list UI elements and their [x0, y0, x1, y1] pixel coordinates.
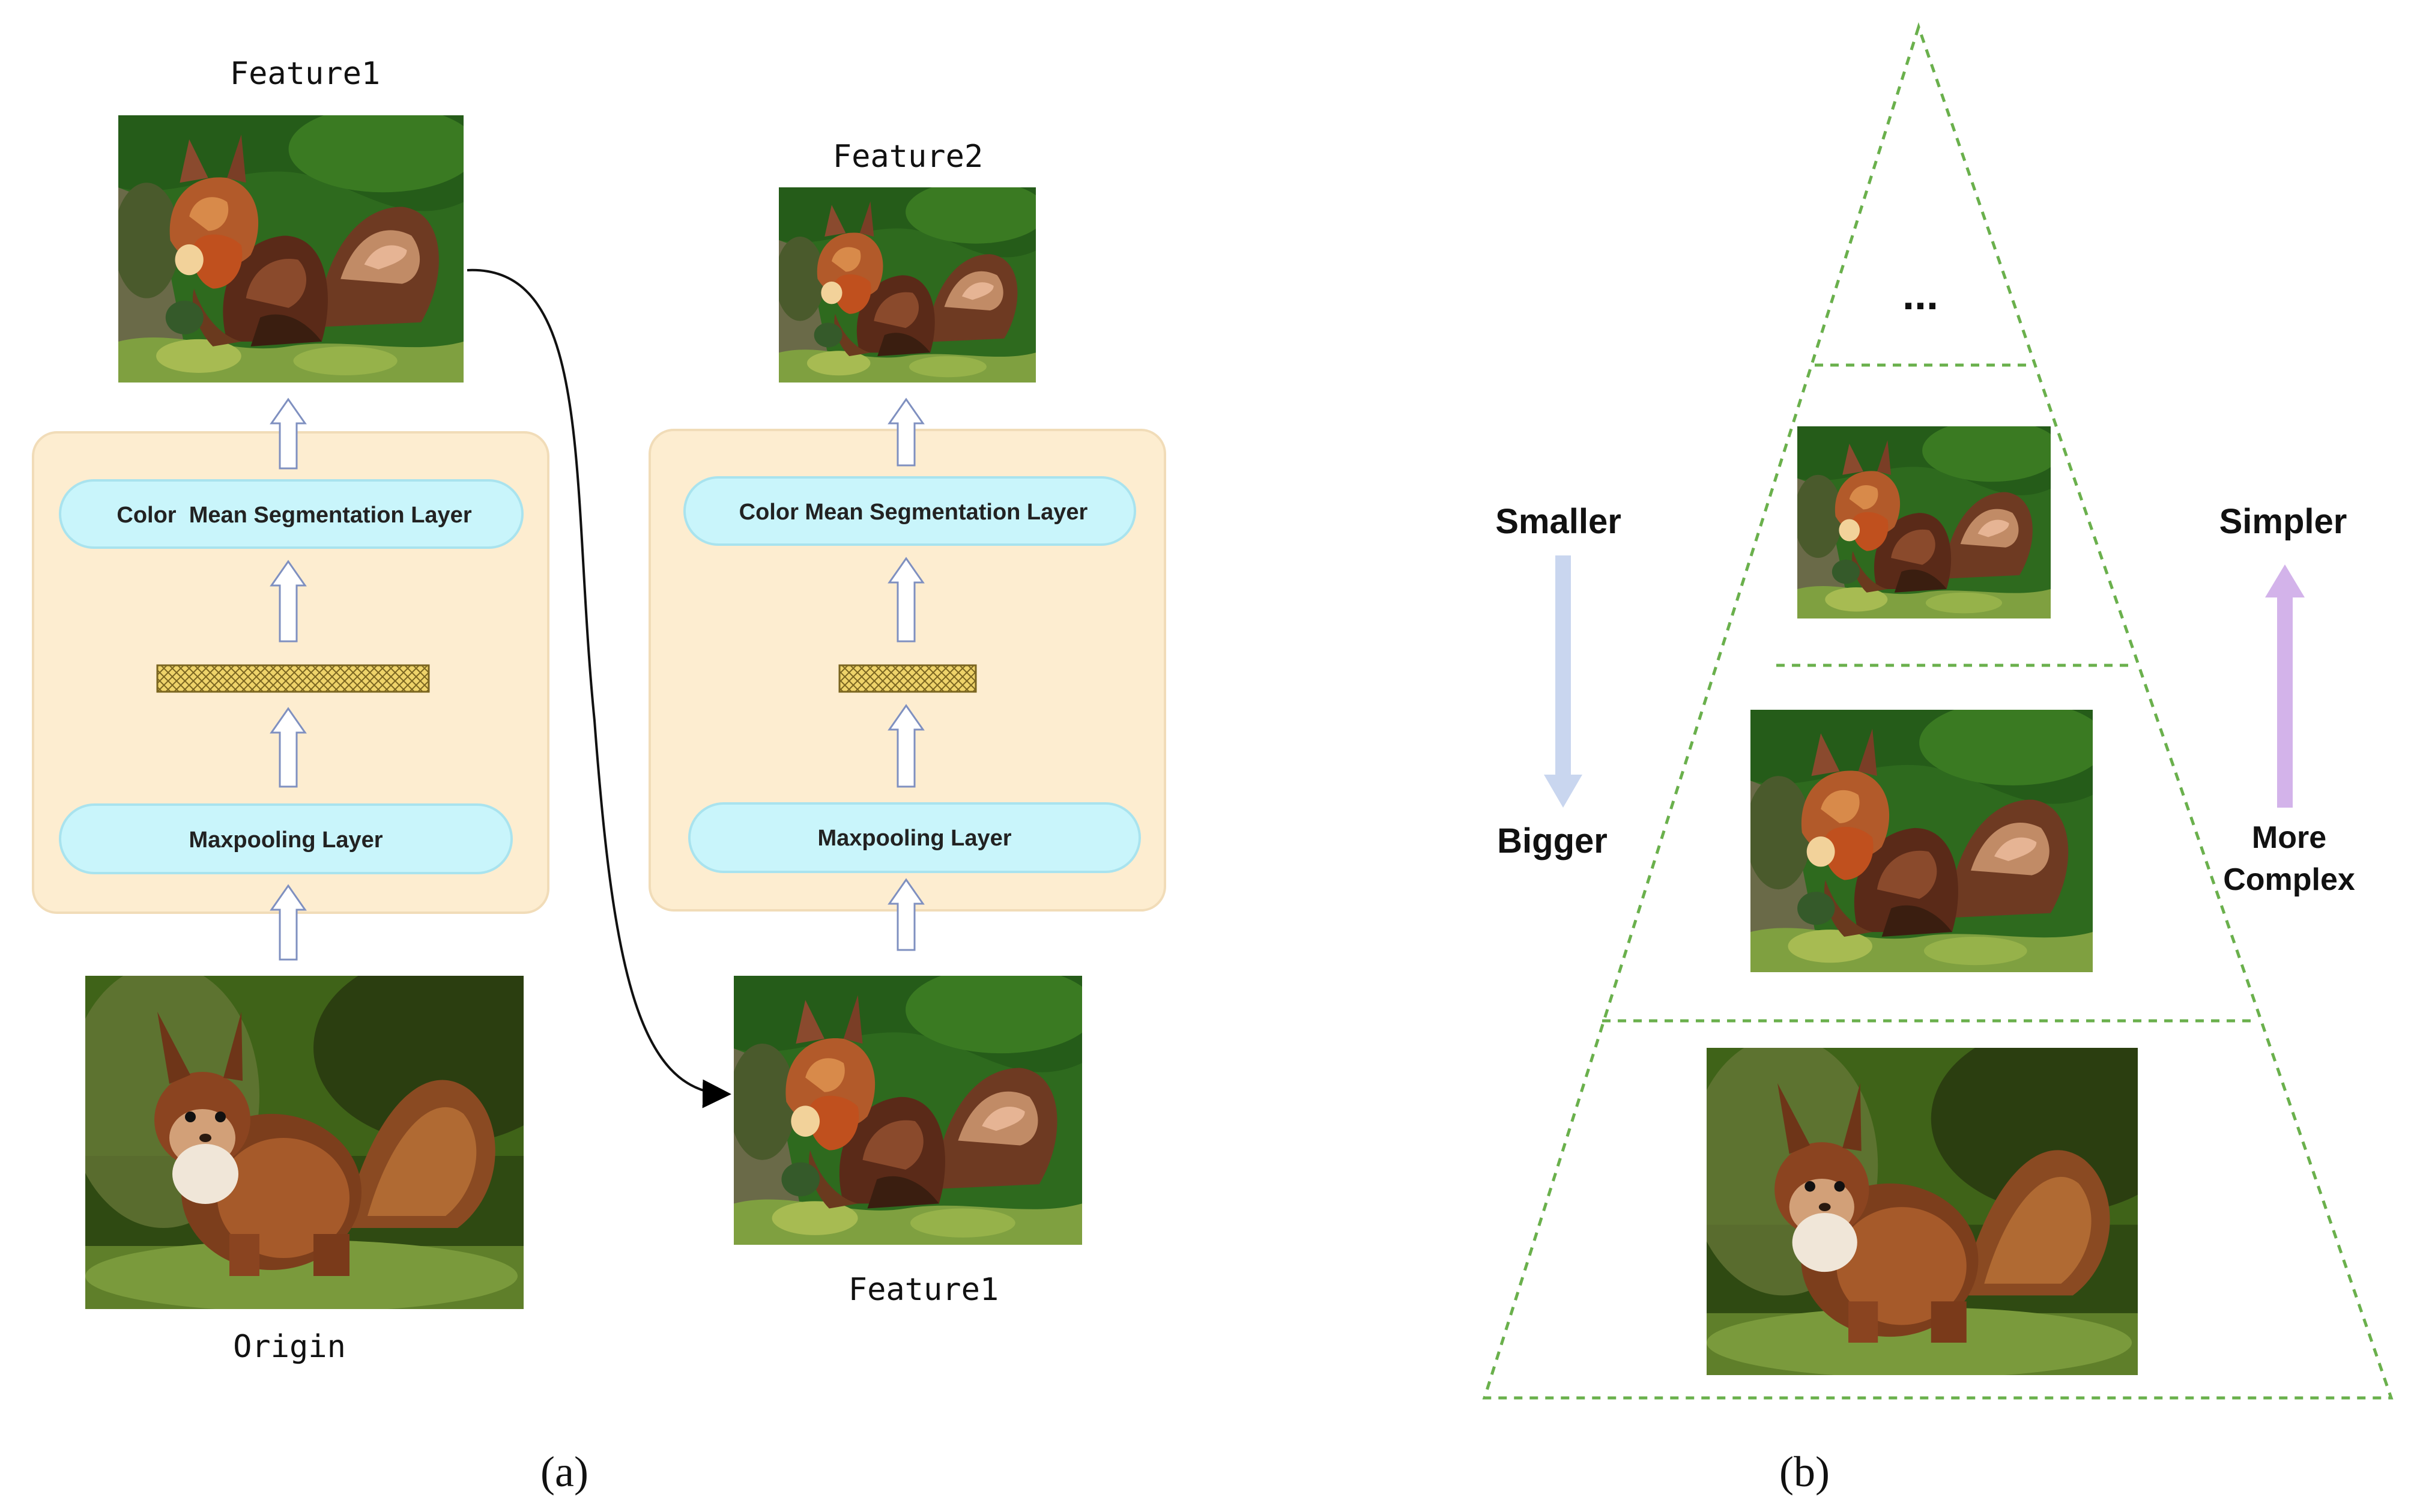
panel-a-caption: (a)	[540, 1448, 588, 1496]
panel-a-left-column: Feature1 Color Mean Segmentation Layer M…	[32, 56, 549, 1365]
smaller-label: Smaller	[1495, 502, 1621, 541]
up-arrow-icon	[888, 398, 925, 467]
origin-label: Origin	[233, 1329, 346, 1365]
up-arrow-icon	[270, 884, 307, 961]
right-up-arrows	[888, 398, 925, 951]
right-feature1-label: Feature1	[849, 1272, 999, 1308]
panel-b-caption: (b)	[1779, 1448, 1830, 1496]
size-indicator: Smaller Bigger	[1495, 502, 1621, 860]
complexity-indicator: Simpler More Complex	[2219, 502, 2355, 897]
pyramid-base-image	[1707, 1048, 2138, 1375]
down-arrow-icon	[1544, 555, 1582, 808]
right-feature2-label: Feature2	[833, 139, 983, 175]
pyramid-level-3-image	[1750, 710, 2093, 972]
complex-label: Complex	[2223, 862, 2355, 897]
feature1-connector-arrow	[467, 268, 731, 1108]
up-arrow-icon	[270, 398, 307, 470]
more-label: More	[2252, 820, 2326, 855]
left-feature1-image	[118, 115, 464, 383]
panel-b-pyramid: ...	[1482, 22, 2394, 1400]
origin-image	[85, 976, 524, 1309]
pyramid-level-2-image	[1797, 426, 2051, 618]
right-pool-layer-pill	[688, 802, 1141, 873]
left-pool-layer-pill	[59, 803, 513, 874]
right-seg-layer-label: Color Mean Segmentation Layer	[739, 500, 1088, 525]
up-arrow-icon	[270, 707, 307, 788]
right-processing-block: Color Mean Segmentation Layer Maxpooling…	[649, 429, 1166, 912]
bigger-label: Bigger	[1497, 821, 1608, 860]
left-seg-layer-label: Color Mean Segmentation Layer	[116, 503, 471, 528]
up-arrow-icon	[888, 704, 925, 788]
up-arrow-icon	[888, 557, 925, 643]
right-feature2-image	[779, 187, 1036, 383]
up-arrow-icon	[888, 878, 925, 951]
right-seg-layer-pill	[683, 476, 1136, 546]
right-feature1-image	[734, 976, 1082, 1245]
left-feature1-label: Feature1	[230, 56, 380, 92]
left-hatched-feature-bar	[156, 664, 430, 693]
up-arrow-icon	[270, 560, 307, 643]
simpler-label: Simpler	[2219, 502, 2347, 541]
left-pool-layer-label: Maxpooling Layer	[189, 827, 383, 853]
panel-a-right-column: Feature2 Color Mean Segmentation Layer M…	[649, 139, 1166, 1308]
pyramid-top-ellipsis: ...	[1902, 271, 1938, 319]
left-processing-block: Color Mean Segmentation Layer Maxpooling…	[32, 431, 549, 914]
pyramid-outline	[1482, 22, 2394, 1400]
up-arrow-icon	[2265, 564, 2305, 808]
right-hatched-feature-bar	[838, 664, 977, 693]
right-pool-layer-label: Maxpooling Layer	[817, 826, 1011, 851]
left-up-arrows	[270, 398, 307, 961]
left-seg-layer-pill	[59, 479, 524, 549]
